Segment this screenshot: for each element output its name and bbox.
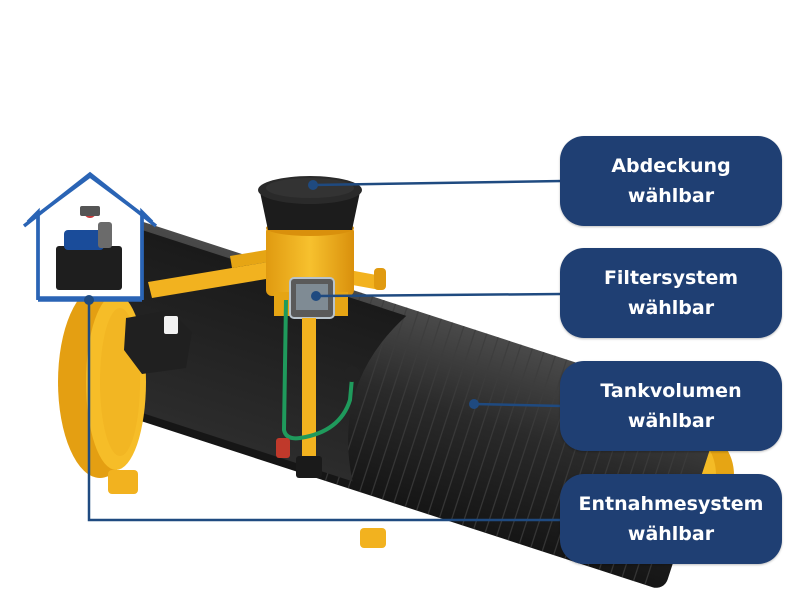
float-switch — [276, 438, 290, 458]
label-extraction-line1: Entnahmesystem — [578, 493, 764, 515]
green-hose — [281, 299, 354, 441]
label-cover-line1: Abdeckung — [611, 155, 731, 177]
dot-volume — [469, 399, 479, 409]
connector-cover — [312, 179, 563, 187]
connector-extraction — [87, 300, 562, 522]
internal-pipe — [296, 318, 322, 478]
label-filter-line2: wählbar — [627, 297, 715, 319]
house-icon — [22, 171, 158, 302]
label-cover-line2: wählbar — [627, 185, 715, 207]
left-end-cap — [58, 286, 146, 478]
connector-filter — [315, 292, 563, 298]
connector-lines — [87, 179, 563, 522]
label-cover: Abdeckung wählbar — [560, 136, 782, 226]
connector-volume — [473, 402, 563, 408]
label-volume-line1: Tankvolumen — [600, 380, 742, 402]
label-extraction: Entnahmesystem wählbar — [560, 474, 782, 564]
label-volume: Tankvolumen wählbar — [560, 361, 782, 451]
label-filter-line1: Filtersystem — [603, 267, 739, 289]
dot-cover — [308, 180, 318, 190]
label-filter: Filtersystem wählbar — [560, 248, 782, 338]
dot-filter — [311, 291, 321, 301]
pump-unit-icon — [56, 206, 122, 290]
pump-float — [344, 366, 360, 382]
inlet-calmer-box — [124, 310, 192, 374]
connector-dots — [84, 180, 479, 409]
tank-feet — [108, 470, 386, 548]
label-volume-line2: wählbar — [627, 410, 715, 432]
label-extraction-line2: wählbar — [627, 523, 715, 545]
inlet-pipes — [148, 250, 386, 298]
dot-extraction — [84, 295, 94, 305]
